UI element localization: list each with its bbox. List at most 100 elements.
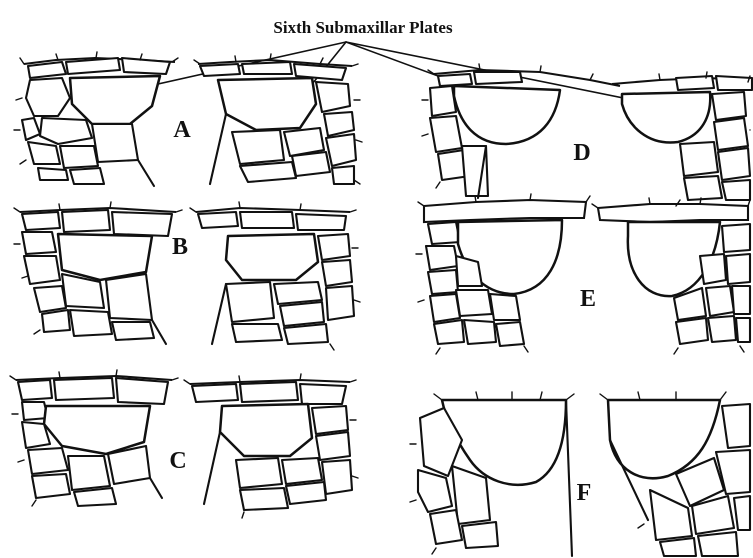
panel-d: D [422,64,752,206]
plate [112,212,172,236]
plate [434,320,464,344]
plate [324,112,354,136]
plate [18,380,52,400]
sixth-submaxillar-plate [220,404,312,456]
panel-f-left-drawing [410,392,574,556]
panel-label-e: E [580,286,596,312]
plate-row-edge [566,400,572,556]
plate [736,318,750,342]
plate [706,286,734,316]
plate [240,162,296,182]
panel-c-left-drawing [10,370,178,506]
sixth-submaxillar-plate [44,406,150,454]
plate [24,256,60,284]
plate [92,124,138,162]
plate [240,212,294,228]
panel-e: E [416,194,750,354]
plate [318,234,350,260]
plate [274,282,322,304]
panel-a-left-drawing [14,52,178,186]
plate [226,282,274,322]
panel-label-b: B [172,234,188,260]
plate [680,142,718,176]
plate [430,294,460,322]
sixth-submaxillar-plate [622,92,710,143]
plate [240,488,288,510]
plate [428,222,460,244]
plate [326,134,356,166]
plate [722,224,750,252]
plate [300,384,346,404]
plate [430,510,462,544]
plate [462,522,498,548]
sixth-submaxillar-plate [58,234,152,280]
plate [284,128,324,156]
plate-row-edge [150,478,162,498]
plate-row-edge [212,284,226,344]
panel-b-right-drawing [190,202,360,350]
plate [236,458,282,488]
sixth-submaxillar-plate [226,234,318,280]
plate [676,318,708,344]
plate [714,118,748,150]
plate [70,168,104,184]
panel-label-a: A [173,117,191,143]
plate [40,118,92,144]
plate [200,64,240,76]
plate [240,382,298,402]
plate [464,320,496,344]
plate [198,212,238,228]
plate [66,58,120,74]
plate [684,176,722,200]
plate [282,458,322,484]
plate-row-edge [204,432,220,504]
plate [426,246,458,270]
plate [712,92,746,120]
panel-a-right-drawing [194,54,362,184]
plate [438,74,472,86]
plate [106,274,152,320]
plate [22,232,56,254]
plate [698,532,738,556]
plate-margin [424,200,586,222]
panel-b: B [14,202,360,350]
panel-d-left-drawing [422,64,620,198]
plate [108,446,150,484]
plate [116,378,168,404]
panel-c-right-drawing [184,374,358,518]
panel-e-left-drawing [416,194,590,354]
plate [232,130,284,164]
plate [68,456,110,490]
plate [496,322,524,346]
plate-row-edge [152,320,166,344]
plate [312,406,348,434]
plate [112,322,154,340]
plate [430,116,462,152]
plate [474,72,522,84]
sixth-submaxillar-plate [218,78,316,130]
plate [428,270,458,294]
plate [286,482,326,504]
panel-f-right-drawing [600,392,750,556]
plate [74,488,116,506]
panel-b-left-drawing [14,202,182,344]
plate [28,448,68,474]
plate [734,496,750,530]
panel-label-c: C [169,448,186,474]
panel-label-f: F [577,480,592,506]
plate [292,152,330,176]
panel-d-right-drawing [612,72,752,206]
plate [326,286,354,320]
panel-e-right-drawing [592,198,750,354]
plate [54,378,114,400]
plate [718,148,750,180]
plate [322,460,352,494]
plate [32,474,70,498]
plate [122,58,170,74]
plate [708,316,736,342]
plate [42,310,70,332]
panel-a: A [14,52,362,186]
plate [22,212,60,230]
plate [726,254,750,284]
